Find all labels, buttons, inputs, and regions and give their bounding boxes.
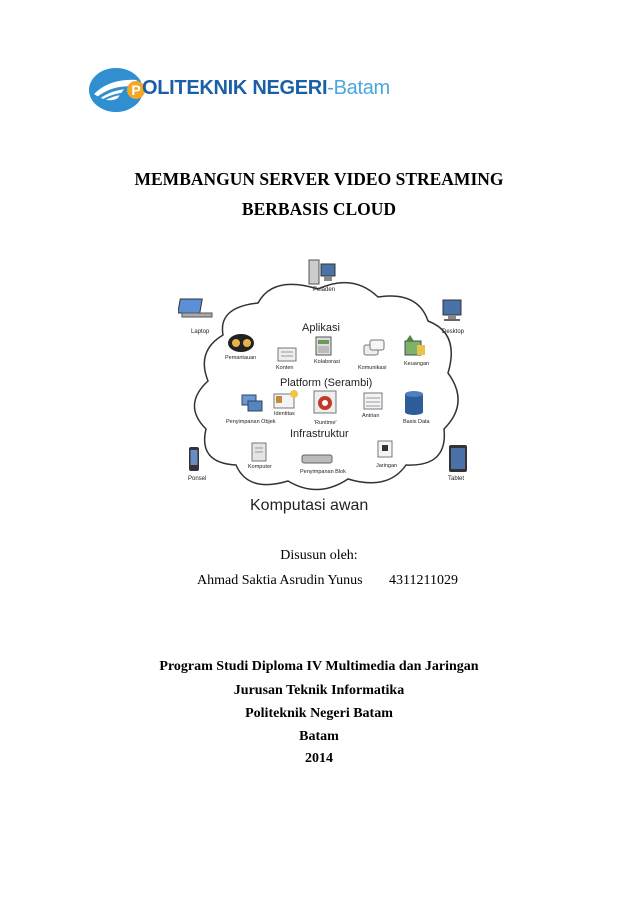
diagram-caption: Komputasi awan [250,497,368,514]
item-label-identitas: Identitas [274,411,295,417]
block-storage-icon [301,454,333,464]
device-label-tablet: Tablet [448,476,464,482]
document-title-line1: MEMBANGUN SERVER VIDEO STREAMING [134,169,504,189]
item-label-penyimpanan-objek: Penyimpanan Objek [226,419,276,425]
item-label-kolaborasi: Kolaborasi [314,359,340,365]
item-label-pemantauan: Pemantauan [225,355,256,361]
device-label-peladen: Peladen [313,287,335,293]
department: Jurusan Teknik Informatika [233,683,405,698]
item-label-antrian: Antrian [362,413,379,419]
runtime-icon [313,390,337,414]
author-student-id: 4311211029 [389,573,458,588]
content-icon [277,347,297,362]
identity-icon [273,390,298,409]
device-label-desktop: Desktop [442,329,465,335]
item-label-penyimpanan-blok: Penyimpanan Blok [300,469,346,475]
queue-icon [363,392,383,410]
study-program: Program Studi Diploma IV Multimedia dan … [159,659,479,674]
compiled-by-label: Disusun oleh: [280,548,358,563]
server-icon [308,259,336,285]
finance-icon [404,335,425,356]
layer-label-aplikasi: Aplikasi [302,322,340,334]
gauge-icon [228,334,254,352]
layer-label-infrastruktur: Infrastruktur [290,428,349,440]
city: Batam [299,729,339,744]
tablet-icon [449,445,467,472]
cloud-computing-diagram: Peladen Laptop Desktop Ponsel Tablet Apl… [177,255,468,517]
institution-name: Politeknik Negeri Batam [245,706,393,721]
logo-wordmark: OLITEKNIK NEGERI-Batam [142,77,390,100]
item-label-runtime: 'Runtime' [314,420,337,426]
item-label-keuangan: Keuangan [404,361,429,367]
device-label-laptop: Laptop [191,329,210,335]
institution-logo: P OLITEKNIK NEGERI-Batam [88,64,433,116]
document-title-line2: BERBASIS CLOUD [241,199,397,219]
layer-label-platform: Platform (Serambi) [280,377,372,389]
desktop-icon [442,299,462,321]
item-label-komputer: Komputer [248,464,272,470]
logo-wordmark-city: -Batam [327,77,390,99]
phone-icon [189,447,199,471]
device-label-ponsel: Ponsel [188,476,206,482]
laptop-icon [177,298,213,318]
item-label-komunikasi: Komunikasi [358,365,386,371]
communication-icon [363,339,385,356]
computer-icon [251,442,267,462]
collaboration-icon [315,336,332,356]
cloud-shape [193,281,459,491]
item-label-basis-data: Basis Data [403,419,431,425]
network-icon [377,440,393,458]
object-storage-icon [241,394,263,412]
logo-p-letter: P [131,82,140,98]
database-icon [405,391,423,415]
logo-emblem-icon: P [89,68,145,112]
logo-wordmark-main: OLITEKNIK NEGERI [142,77,328,99]
author-name: Ahmad Saktia Asrudin Yunus [197,573,363,588]
item-label-jaringan: Jaringan [376,463,397,469]
item-label-konten: Konten [276,365,293,371]
year: 2014 [305,751,333,766]
